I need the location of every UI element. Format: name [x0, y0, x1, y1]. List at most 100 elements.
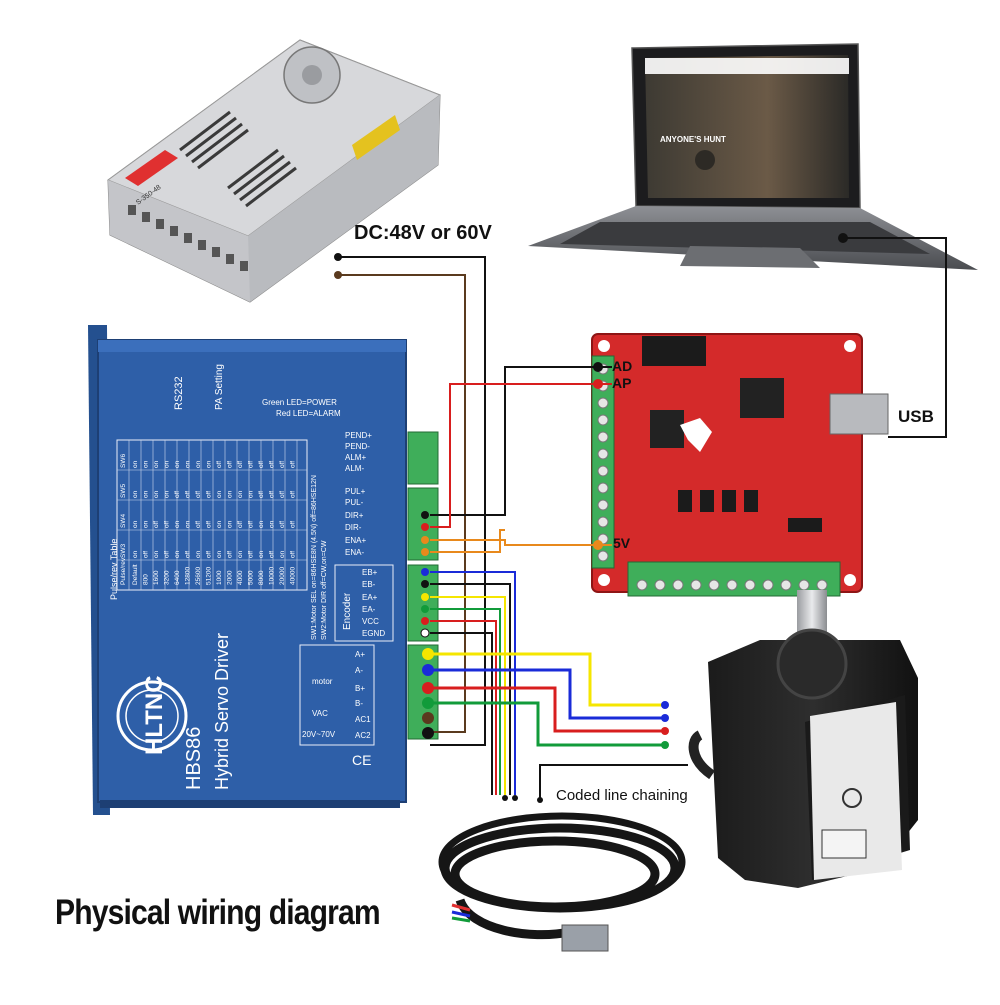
- table-cell: on: [269, 520, 276, 528]
- table-cell: on: [279, 550, 286, 558]
- table-cell: on: [174, 520, 181, 528]
- table-cell: off: [258, 461, 265, 468]
- pin-egnd: EGND: [362, 629, 385, 638]
- table-cell: 51200: [206, 567, 213, 585]
- wire-encoder-eb-plus: [430, 571, 516, 795]
- encoder-connector-icon: [561, 924, 609, 952]
- table-cell: on: [174, 550, 181, 558]
- pin-pend-plus: PEND+: [345, 431, 372, 440]
- motor-label-text: motor: [312, 677, 333, 686]
- table-cell: 12800: [185, 567, 192, 585]
- pin-ac2: AC2: [355, 731, 371, 740]
- table-cell: off: [290, 521, 297, 528]
- table-cell: on: [216, 520, 223, 528]
- table-cell: 4000: [237, 570, 244, 585]
- power-supply-unit: [106, 39, 442, 303]
- table-cell: on: [216, 490, 223, 498]
- pin-dir-plus: DIR+: [345, 511, 364, 520]
- wire-motor-a-minus: [430, 668, 665, 720]
- table-cell: off: [143, 551, 150, 558]
- wires: [338, 237, 947, 800]
- table-cell: 20000: [279, 567, 286, 585]
- table-cell: off: [164, 551, 171, 558]
- laptop-screen: [645, 55, 849, 198]
- table-cell: off: [185, 551, 192, 558]
- wire-encoder-ea-plus: [430, 596, 506, 795]
- table-cell: off: [248, 521, 255, 528]
- five-v-pin-label: 5V: [613, 535, 631, 551]
- laptop-screen-text: ANYONE'S HUNT: [660, 135, 726, 144]
- table-cell: 8000: [258, 570, 265, 585]
- servo-driver: [88, 325, 439, 815]
- ap-pin-label: AP: [612, 375, 632, 391]
- table-cell: on: [195, 460, 202, 468]
- wire-coded-line: [539, 764, 688, 800]
- table-cell: on: [143, 490, 150, 498]
- pin-pul-minus: PUL-: [345, 498, 364, 507]
- table-title: Pulse/rev Table: [109, 539, 119, 600]
- table-cell: 5000: [248, 570, 255, 585]
- psu-terminals: [128, 205, 248, 271]
- table-cell: on: [258, 550, 265, 558]
- table-cell: on: [132, 490, 139, 498]
- pin-ena-plus: ENA+: [345, 536, 366, 545]
- table-cell: off: [248, 551, 255, 558]
- wire-encoder-ea-minus: [430, 608, 501, 795]
- table-cell: on: [174, 460, 181, 468]
- wire-encoder-vcc: [430, 620, 497, 795]
- table-cell: 800: [143, 574, 150, 585]
- table-cell: off: [290, 461, 297, 468]
- table-cell: off: [269, 461, 276, 468]
- red-led-label: Red LED=ALARM: [276, 409, 341, 418]
- table-cell: off: [174, 491, 181, 498]
- encoder-label: Encoder: [342, 592, 353, 630]
- table-cell: on: [153, 490, 160, 498]
- table-cell: Default: [132, 564, 139, 585]
- table-cell: off: [279, 521, 286, 528]
- board-header-connector: [642, 336, 706, 366]
- green-led-label: Green LED=POWER: [262, 398, 337, 407]
- pin-dir-minus: DIR-: [345, 523, 362, 532]
- pin-alm-plus: ALM+: [345, 453, 366, 462]
- motor-box: [299, 644, 375, 746]
- table-cell: off: [206, 491, 213, 498]
- pulse-rev-table: [116, 439, 308, 591]
- table-cell: on: [216, 550, 223, 558]
- coded-line-label: Coded line chaining: [556, 787, 688, 804]
- wire-motor-a-plus: [430, 652, 665, 707]
- psu-vents: [179, 110, 297, 208]
- vac-range: 20V~70V: [302, 730, 336, 739]
- table-cell: on: [237, 550, 244, 558]
- table-cell: on: [248, 490, 255, 498]
- table-header-cell: SW3: [120, 544, 127, 558]
- table-cell: off: [227, 461, 234, 468]
- wire-motor-b-plus: [430, 686, 665, 733]
- table-header-cell: Pulse/rev: [120, 557, 127, 585]
- table-cell: off: [279, 461, 286, 468]
- table-cell: on: [227, 490, 234, 498]
- table-cell: 10000: [269, 567, 276, 585]
- table-cell: on: [185, 460, 192, 468]
- table-cell: off: [164, 521, 171, 528]
- eagle-logo-icon: [680, 418, 712, 452]
- table-cell: on: [132, 550, 139, 558]
- encoder-box: [334, 564, 394, 642]
- wire-ap: [430, 383, 612, 528]
- motion-control-board: [591, 333, 889, 597]
- wire-dots: [334, 233, 848, 803]
- pa-setting-label: PA Setting: [214, 364, 225, 410]
- psu-label: [125, 150, 178, 186]
- ad-pin-label: AD: [612, 358, 633, 374]
- table-cell: off: [153, 521, 160, 528]
- table-cell: 1600: [153, 570, 160, 585]
- pin-ea-plus: EA+: [362, 593, 378, 602]
- pin-ac1: AC1: [355, 715, 371, 724]
- table-cell: off: [227, 551, 234, 558]
- table-cell: on: [164, 490, 171, 498]
- motor-cable: [688, 730, 716, 780]
- pin-ena-minus: ENA-: [345, 548, 364, 557]
- table-cell: on: [143, 460, 150, 468]
- table-cell: off: [290, 551, 297, 558]
- table-cell: on: [258, 520, 265, 528]
